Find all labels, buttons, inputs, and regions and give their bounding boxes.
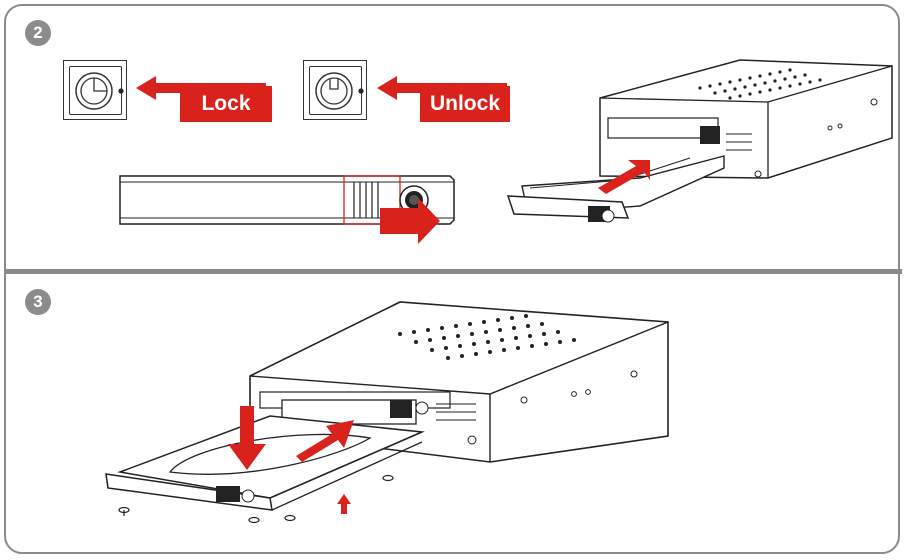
enclosure-with-drive-insert [105, 301, 669, 524]
section-divider [4, 269, 902, 274]
unlock-label: Unlock [420, 86, 510, 122]
step-3-badge: 3 [25, 289, 51, 315]
slide-right-arrow [380, 198, 440, 244]
lock-position-icon [63, 60, 127, 120]
lock-knob-icon [75, 72, 124, 110]
step-2-badge: 2 [25, 20, 51, 46]
lock-label: Lock [180, 86, 272, 122]
tray-front-panel [119, 175, 455, 225]
unlock-position-icon [303, 60, 367, 120]
enclosure-with-tray-out [506, 59, 893, 223]
unlock-knob-icon [315, 72, 364, 110]
